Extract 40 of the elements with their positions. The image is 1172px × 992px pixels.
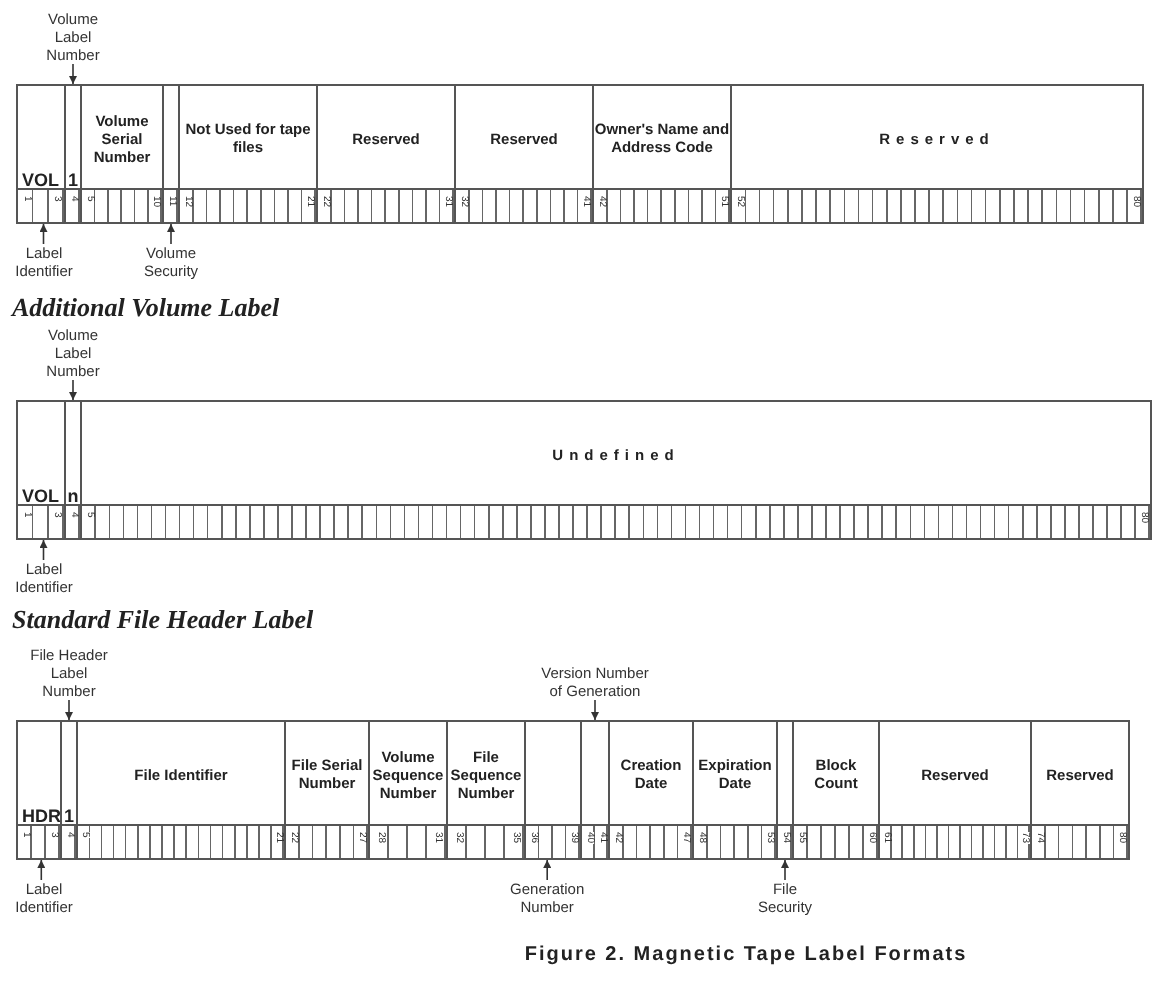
record-field bbox=[316, 84, 456, 224]
record-field bbox=[16, 84, 66, 224]
leader-arrow bbox=[543, 859, 552, 881]
record-field bbox=[16, 400, 66, 540]
field-label: VOL bbox=[22, 488, 60, 506]
record-field bbox=[16, 720, 62, 860]
record-field bbox=[368, 720, 448, 860]
figure-caption: Figure 2. Magnetic Tape Label Formats bbox=[522, 944, 970, 966]
section-heading: Standard File Header Label bbox=[12, 604, 314, 636]
leader-arrow bbox=[69, 379, 77, 401]
field-label: n bbox=[67, 488, 79, 506]
record-field bbox=[730, 84, 1144, 224]
leader-arrow bbox=[781, 859, 789, 881]
field-label: HDR bbox=[22, 808, 61, 826]
record-field bbox=[76, 720, 286, 860]
leader-arrow bbox=[39, 539, 48, 561]
record-field bbox=[284, 720, 370, 860]
leader-arrow bbox=[69, 63, 77, 85]
section-heading: Additional Volume Label bbox=[12, 292, 280, 324]
leader-arrow bbox=[37, 859, 46, 881]
record-field bbox=[80, 84, 164, 224]
record-field bbox=[178, 84, 318, 224]
field-label: 1 bbox=[67, 172, 78, 190]
leader-arrow bbox=[39, 223, 48, 245]
leader-arrow bbox=[65, 699, 73, 721]
field-label: VOL bbox=[22, 172, 60, 190]
leader-arrow bbox=[591, 699, 599, 721]
record-field bbox=[608, 720, 694, 860]
field-label: 1 bbox=[63, 808, 74, 826]
record-field bbox=[524, 720, 582, 860]
record-field bbox=[446, 720, 526, 860]
record-field bbox=[454, 84, 594, 224]
record-field bbox=[792, 720, 880, 860]
record-field bbox=[80, 400, 1152, 540]
record-field bbox=[580, 720, 610, 860]
record-field bbox=[692, 720, 778, 860]
record-field bbox=[592, 84, 732, 224]
record-field bbox=[878, 720, 1032, 860]
record-field bbox=[1030, 720, 1130, 860]
leader-arrow bbox=[167, 223, 175, 245]
